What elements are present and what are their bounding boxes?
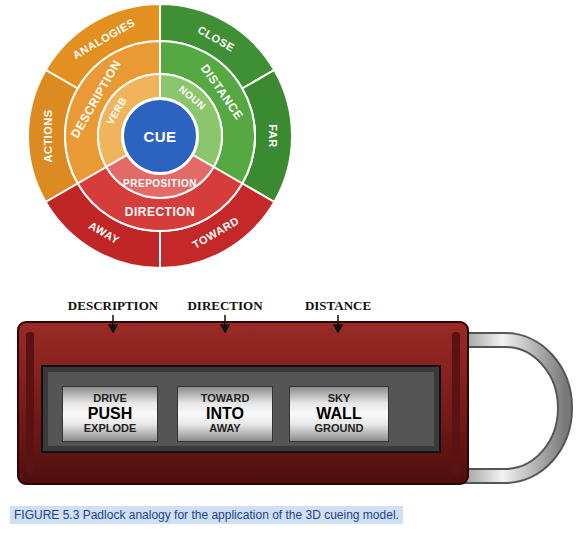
dial-wheel: SKYWALLGROUND (289, 386, 389, 442)
selected-word: WALL (316, 406, 361, 423)
cue-wheel (28, 4, 292, 268)
figure-caption: FIGURE 5.3 Padlock analogy for the appli… (10, 506, 403, 524)
dial-heading: DISTANCE (305, 298, 371, 314)
segment-text: DIRECTION (125, 206, 196, 218)
dial-word: AWAY (209, 423, 240, 435)
ring-label: ACTIONS (43, 110, 54, 163)
cue-circle (123, 99, 197, 173)
ring-label: DIRECTION (125, 206, 196, 218)
selected-word: INTO (206, 406, 244, 423)
dial-window (42, 366, 440, 452)
dial-heading: DIRECTION (187, 298, 262, 314)
selected-word: PUSH (88, 406, 132, 423)
dial-word: GROUND (315, 423, 364, 435)
body-edge (452, 332, 460, 474)
segment-text: CUE (143, 129, 176, 144)
segment-text: ACTIONS (43, 110, 54, 163)
segment-text: FAR (267, 124, 278, 148)
dial-wheel: TOWARDINTOAWAY (177, 386, 273, 442)
ring-label: PREPOSITION (123, 179, 197, 189)
dial-word: DRIVE (93, 393, 127, 405)
pointer-arrows (109, 315, 342, 332)
dial-word: SKY (328, 393, 351, 405)
dial-word: EXPLODE (84, 423, 137, 435)
body-edge (26, 332, 34, 474)
dial-wheel: DRIVEPUSHEXPLODE (62, 386, 158, 442)
dial-heading: DESCRIPTION (68, 298, 158, 314)
dial-word: TOWARD (201, 393, 250, 405)
segment-text: PREPOSITION (123, 179, 197, 189)
cue-center: CUE (143, 129, 176, 144)
dial-window (48, 372, 434, 446)
padlock-body (18, 322, 468, 484)
ring-label: FAR (267, 124, 278, 148)
